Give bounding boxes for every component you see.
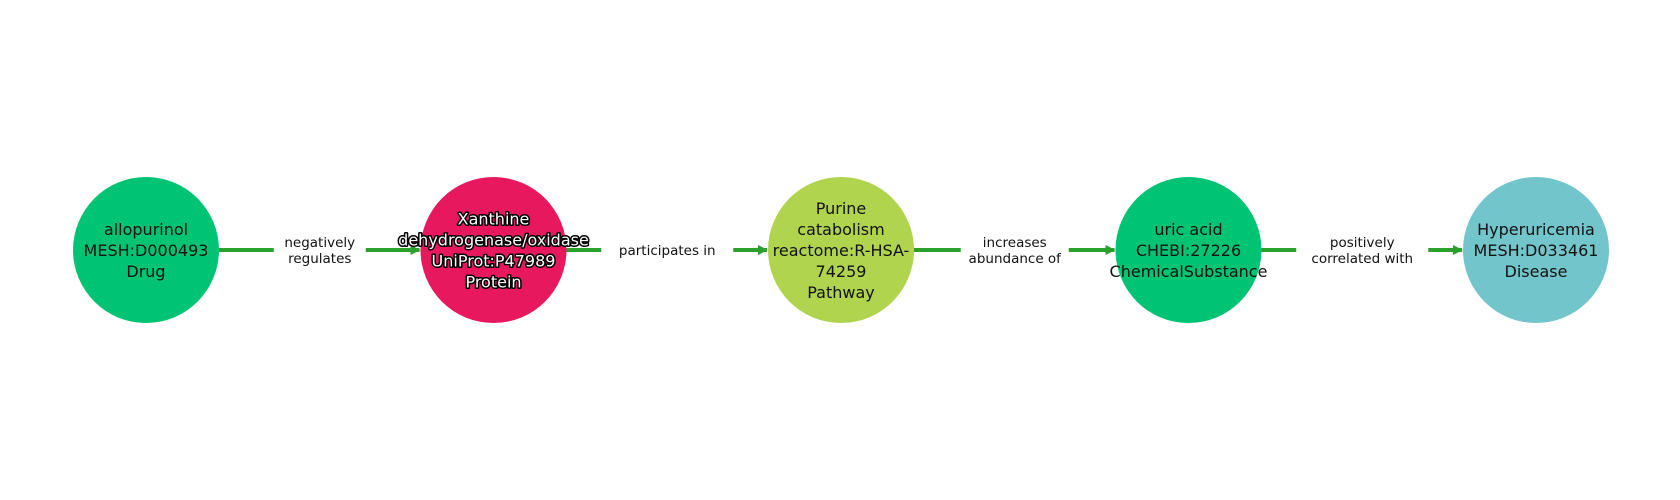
node-label-line: Purine — [816, 199, 867, 218]
node-xdh[interactable]: Xanthine dehydrogenase/oxidaseUniProt:P47… — [397, 177, 590, 323]
node-label-line: CHEBI:27226 — [1136, 241, 1241, 260]
node-label-line: ChemicalSubstance — [1110, 262, 1268, 281]
node-label-line: Drug — [126, 262, 165, 281]
node-label-line: allopurinol — [104, 220, 188, 239]
edge-label-text: negatively — [284, 235, 355, 251]
node-label-line: Protein — [465, 273, 521, 292]
edge-label-background — [273, 232, 366, 268]
edge-label-text: participates in — [619, 243, 716, 259]
node-label-line: catabolism — [797, 220, 884, 239]
node-label-line: Disease — [1505, 262, 1568, 281]
node-label-line: MESH:D033461 — [1474, 241, 1599, 260]
node-label-line: reactome:R-HSA- — [773, 241, 910, 260]
node-label-line: dehydrogenase/oxidase — [398, 231, 589, 250]
node-circle[interactable] — [1463, 177, 1609, 323]
edge-label-text: positively — [1330, 235, 1395, 251]
edge-label-text: regulates — [288, 251, 351, 267]
edge-label: participates in — [601, 240, 734, 260]
node-label-line: 74259 — [816, 262, 867, 281]
node-label-line: Hyperuricemia — [1477, 220, 1595, 239]
node-circle[interactable] — [420, 177, 567, 323]
edge-label-text: abundance of — [969, 251, 1063, 267]
node-circle[interactable] — [768, 177, 914, 323]
node-label-line: UniProt:P47989 — [432, 252, 556, 271]
node-label-line: Pathway — [807, 283, 875, 302]
node-label-line: MESH:D000493 — [84, 241, 209, 260]
edge-label-text: increases — [983, 235, 1047, 251]
node-label-line: uric acid — [1154, 220, 1222, 239]
edge-label-background — [960, 232, 1069, 268]
node-circle[interactable] — [1115, 177, 1262, 323]
edge-label-background — [1296, 232, 1429, 268]
node-label-line: Xanthine — [458, 210, 530, 229]
edge-label-text: correlated with — [1311, 251, 1413, 267]
node-purine[interactable]: Purine catabolism reactome:R-HSA- 74259Path… — [768, 177, 914, 323]
node-circle[interactable] — [73, 177, 219, 323]
edge-label-background — [601, 240, 734, 260]
